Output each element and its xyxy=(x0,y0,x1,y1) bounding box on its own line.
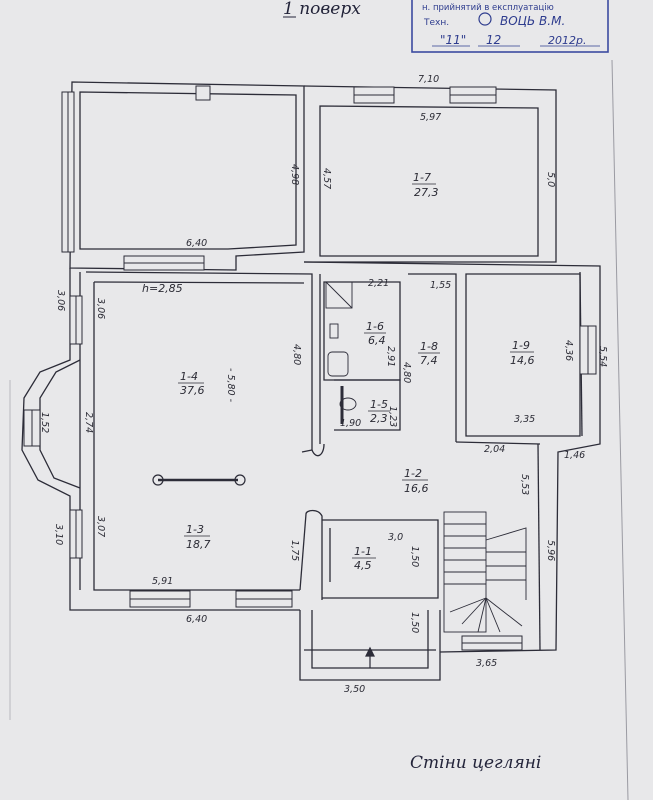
dimension: 2,74 xyxy=(83,412,94,433)
dimension: 3,35 xyxy=(514,414,535,425)
dimension: 4,98 xyxy=(289,164,300,185)
room-code: 1-4 xyxy=(180,370,198,383)
toilet xyxy=(339,397,357,411)
room-area: 2,3 xyxy=(370,412,388,425)
room-area: 37,6 xyxy=(180,384,205,397)
room-area: 7,4 xyxy=(420,354,438,367)
dimension: 4,57 xyxy=(321,168,332,189)
room-code: 1-6 xyxy=(366,320,384,333)
dimension: 5,54 xyxy=(597,346,608,367)
dimension: 3,06 xyxy=(95,298,106,319)
dimension: 2,91 xyxy=(385,346,396,367)
dimension: 1,55 xyxy=(430,280,451,291)
room-code: 1-7 xyxy=(413,171,431,184)
dimension: 1,50 xyxy=(409,546,420,567)
windows xyxy=(23,85,597,651)
dimension: 3,50 xyxy=(344,684,365,695)
room-code: 1-2 xyxy=(404,467,422,480)
dimension: 5,53 xyxy=(519,474,530,495)
floor-title: 1 поверх xyxy=(283,0,361,19)
paper-margin-line xyxy=(611,59,629,800)
dimension: 1,50 xyxy=(409,612,420,633)
footer-note: Стіни цегляні xyxy=(410,753,541,773)
dimension: 6,40 xyxy=(186,614,207,625)
ceiling-height: h=2,85 xyxy=(142,282,183,295)
dimension: 2,21 xyxy=(368,278,389,289)
room-area: 14,6 xyxy=(510,354,535,367)
room-area: 4,5 xyxy=(354,559,372,572)
dimension: 7,10 xyxy=(418,74,439,85)
stamp-year: 2012р. xyxy=(548,34,586,47)
dimension: 5,97 xyxy=(420,112,441,123)
room-area: 18,7 xyxy=(186,538,211,551)
room-code: 1-8 xyxy=(420,340,438,353)
dimension: 3,06 xyxy=(55,290,66,311)
room-code: 1-3 xyxy=(186,523,204,536)
dimension: 3,0 xyxy=(388,532,403,543)
dimension: 1,90 xyxy=(340,418,361,429)
room-code: 1-9 xyxy=(512,339,530,352)
washbasin xyxy=(329,323,339,339)
stamp-month: 12 xyxy=(486,33,501,47)
room-area: 27,3 xyxy=(414,186,439,199)
dimension: 4,80 xyxy=(291,344,302,365)
dimension: 1,46 xyxy=(564,450,585,461)
shower-tray xyxy=(325,281,353,309)
stamp-line1: н. прийнятий в експлуатацію xyxy=(422,3,554,13)
dimension: 3,65 xyxy=(476,658,497,669)
staircase xyxy=(443,511,527,633)
dimension: 3,10 xyxy=(53,524,64,545)
bathtub xyxy=(327,351,349,377)
dimension: 4,80 xyxy=(401,362,412,383)
stamp-day: "11" xyxy=(440,33,466,47)
dimension: 5,96 xyxy=(545,540,556,561)
room-area: 6,4 xyxy=(368,334,386,347)
acceptance-stamp: н. прийнятий в експлуатацію Техн. ВОЦЬ В… xyxy=(411,0,609,53)
dimension: 5,0 xyxy=(545,172,556,187)
dimension: 1,23 xyxy=(387,406,398,427)
dimension: 1,75 xyxy=(289,540,300,561)
stamp-label: Техн. xyxy=(423,18,449,28)
stamp-mark-icon xyxy=(478,12,492,26)
room-labels: 1-7 27,3 1-6 6,4 1-8 7,4 1-9 14,6 1-4 37… xyxy=(178,171,535,572)
room-code: 1-5 xyxy=(370,398,388,411)
walls xyxy=(21,81,601,681)
room-code: 1-1 xyxy=(354,545,372,558)
dimension: 6,40 xyxy=(186,238,207,249)
stamp-name: ВОЦЬ В.М. xyxy=(500,14,565,28)
dimension: 3,07 xyxy=(95,516,106,537)
room-area: 16,6 xyxy=(404,482,429,495)
dimension: 5,91 xyxy=(152,576,173,587)
sanitary-fixtures xyxy=(325,281,357,424)
dimension: - 5,80 - xyxy=(225,368,236,403)
entry-arrow-icon xyxy=(365,646,375,668)
dimension: 2,04 xyxy=(484,444,505,455)
dimension-labels: 7,10 5,97 4,98 4,57 5,0 6,40 2,21 1,55 3… xyxy=(39,74,608,695)
axis-symbol xyxy=(152,474,246,486)
dimension: 4,36 xyxy=(563,340,574,361)
dimension: 1,52 xyxy=(39,412,50,433)
